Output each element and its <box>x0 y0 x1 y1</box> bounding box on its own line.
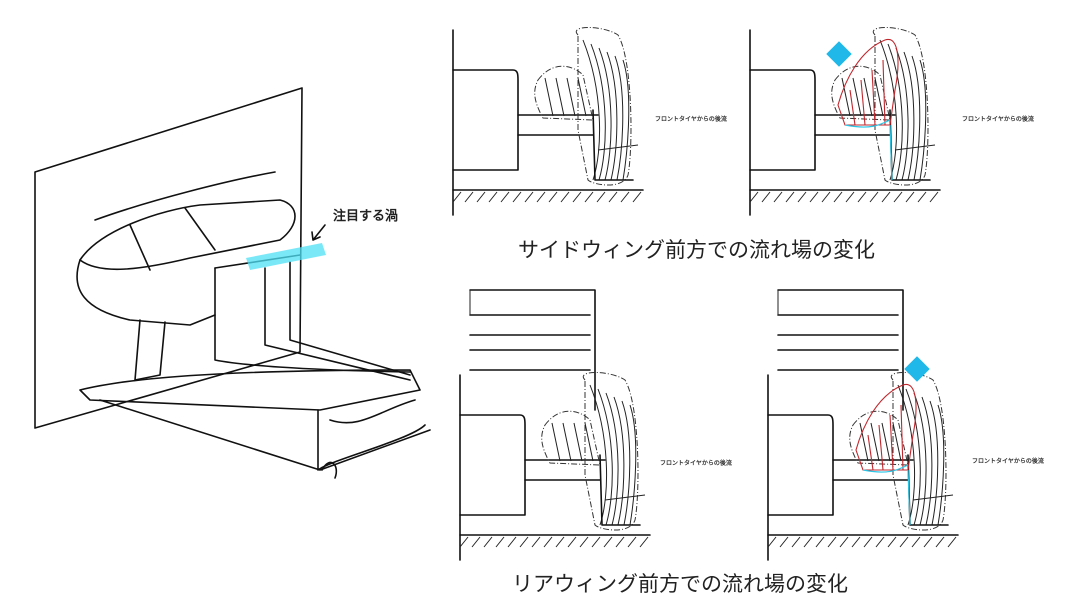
car-body-3d-sketch <box>34 87 431 479</box>
panel-side-before-note: フロントタイヤからの後流 <box>655 116 727 123</box>
rear-wing-caption: リアウィング前方での流れ場の変化 <box>512 572 848 596</box>
vortex-icon <box>826 41 852 67</box>
panel-rear-before <box>459 289 651 561</box>
side-wing-caption: サイドウィング前方での流れ場の変化 <box>518 238 875 262</box>
panel-rear-after-note: フロントタイヤからの後流 <box>972 458 1044 465</box>
focus-vortex-label: 注目する渦 <box>333 209 399 224</box>
panel-side-before <box>452 27 644 216</box>
panel-rear-after <box>767 289 959 561</box>
panel-side-after-note: フロントタイヤからの後流 <box>962 116 1034 123</box>
focus-vortex-marker <box>246 243 326 270</box>
panel-side-after <box>749 27 941 216</box>
panel-rear-before-note: フロントタイヤからの後流 <box>660 460 732 467</box>
vortex-icon <box>904 356 930 382</box>
